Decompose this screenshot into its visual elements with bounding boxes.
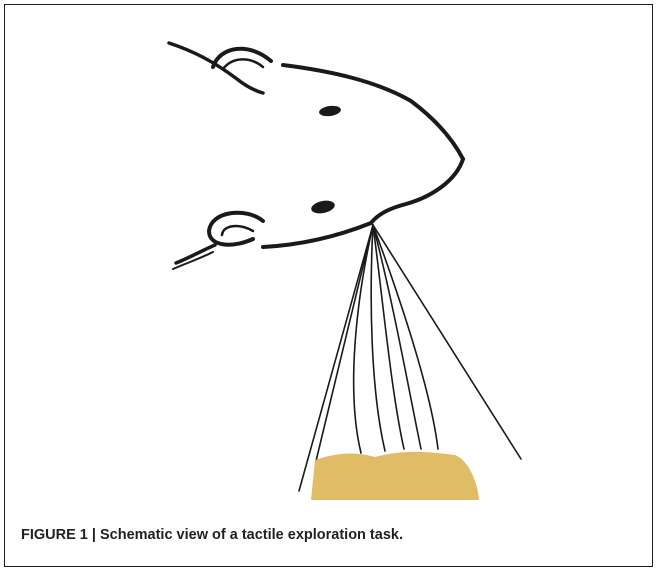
head-top-contour	[283, 65, 463, 159]
rat-whisker-illustration	[5, 5, 654, 568]
lower-ear-inner	[222, 226, 253, 235]
lower-eye	[310, 199, 336, 216]
snout-contour	[371, 159, 463, 223]
figure-frame: FIGURE 1 | Schematic view of a tactile e…	[4, 4, 653, 567]
whisker-4	[371, 225, 385, 451]
upper-ear	[213, 49, 271, 67]
whisker-8	[373, 225, 521, 459]
figure-caption: FIGURE 1 | Schematic view of a tactile e…	[21, 526, 403, 544]
head-bottom-contour	[263, 223, 371, 247]
upper-eye	[318, 105, 341, 118]
upper-ear-inner	[223, 59, 263, 69]
tactile-object	[311, 452, 479, 500]
whisker-2	[316, 225, 373, 461]
whisker-5	[373, 225, 404, 449]
whiskers	[299, 225, 521, 491]
lower-ear	[209, 213, 263, 245]
whisker-1	[299, 225, 373, 491]
whisker-7	[373, 225, 438, 449]
